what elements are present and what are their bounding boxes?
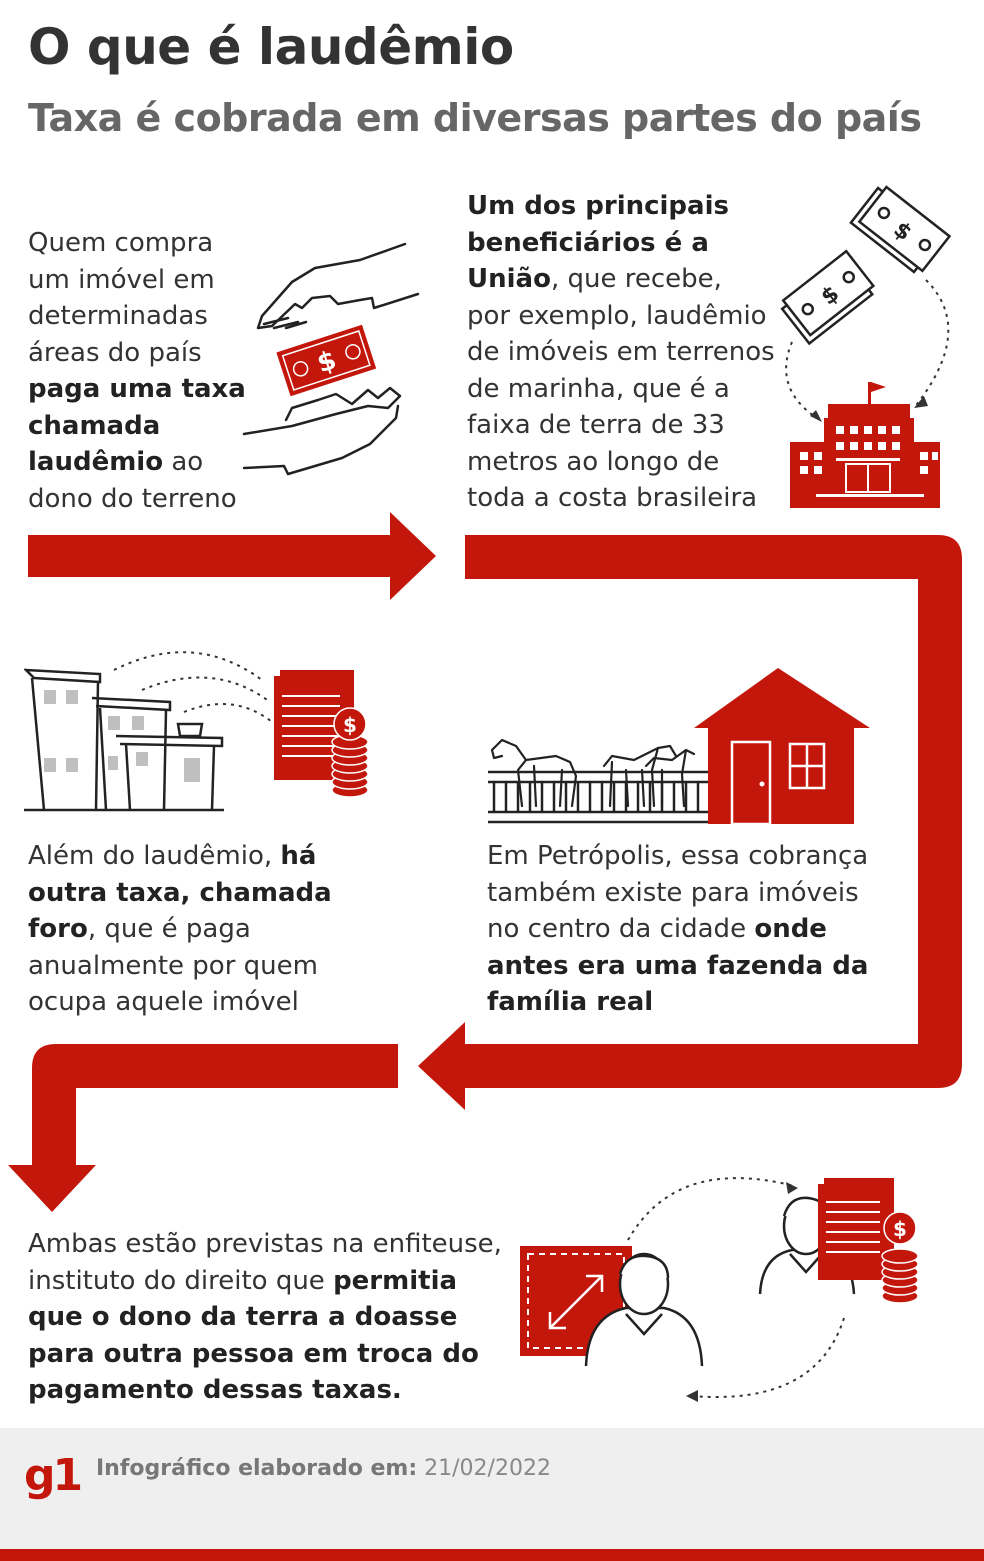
step2-bold: beneficiários é a — [467, 227, 709, 258]
land-transfer-icon: $ — [520, 1177, 919, 1402]
step1-bold: laudêmio — [28, 447, 164, 477]
step2-bold: União — [467, 264, 551, 294]
step4-line: , que é paga — [87, 914, 251, 944]
arrow-down-icon — [8, 1044, 398, 1212]
step4-bold: foro — [28, 914, 88, 944]
step1-bold: chamada — [28, 410, 161, 441]
step1-line: dono do terreno — [28, 483, 237, 514]
step2-line: de marinha, que é a — [467, 373, 730, 404]
step2-line: , que recebe, — [550, 264, 722, 294]
credit-date: 21/02/2022 — [417, 1456, 551, 1481]
step1-line: determinadas — [28, 301, 208, 331]
step2-line: metros ao longo de — [467, 446, 720, 477]
building-documents-icon: $ — [24, 651, 369, 812]
step2-line: por exemplo, laudêmio — [467, 300, 767, 331]
credit-line: Infográfico elaborado em: 21/02/2022 — [96, 1456, 551, 1481]
page-title: O que é laudêmio — [28, 18, 514, 76]
step3-bold: antes era uma fazenda da — [487, 950, 869, 981]
step3-line: no centro da cidade — [487, 914, 755, 944]
government-building-icon: $ $ — [780, 185, 952, 508]
farm-house-icon — [488, 668, 870, 826]
step2-bold: Um dos principais — [467, 191, 729, 221]
step3-text: Em Petrópolis, essa cobrança também exis… — [487, 838, 868, 1021]
step2-text: Um dos principais beneficiários é a Uniã… — [467, 188, 775, 517]
step5-bold: que o dono da terra a doasse — [28, 1302, 458, 1332]
step5-bold: para outra pessoa em troca do — [28, 1338, 479, 1369]
page-subtitle: Taxa é cobrada em diversas partes do paí… — [28, 96, 922, 140]
g1-logo[interactable]: g1 — [24, 1450, 83, 1501]
step5-text: Ambas estão previstas na enfiteuse, inst… — [28, 1226, 502, 1409]
money-exchange-icon: $ — [242, 242, 420, 476]
step4-line: anualmente por quem — [28, 950, 318, 981]
credit-label: Infográfico elaborado em: — [96, 1456, 418, 1481]
step1-line: ao — [163, 447, 204, 477]
flow-arrows — [8, 512, 962, 1212]
step1-bold: paga uma taxa — [28, 374, 246, 404]
step4-bold: outra taxa, chamada — [28, 877, 332, 908]
step5-bold: pagamento dessas taxas. — [28, 1375, 402, 1405]
step3-line: Em Petrópolis, essa cobrança — [487, 841, 869, 871]
step1-text: Quem compra um imóvel em determinadas ár… — [28, 225, 246, 517]
footer — [0, 1428, 984, 1561]
step2-line: toda a costa brasileira — [467, 483, 758, 513]
step4-line: ocupa aquele imóvel — [28, 987, 299, 1017]
dollar-sign: $ — [893, 1217, 907, 1241]
step4-line: Além do laudêmio, — [28, 841, 281, 871]
step3-bold: onde — [754, 914, 827, 944]
step1-line: Quem compra — [28, 228, 214, 258]
step2-line: de imóveis em terrenos — [467, 337, 775, 367]
step1-line: áreas do país — [28, 337, 202, 368]
step1-line: um imóvel em — [28, 264, 215, 295]
step4-bold: há — [280, 841, 317, 871]
dollar-sign: $ — [343, 713, 357, 737]
step3-bold: família real — [487, 987, 654, 1017]
step5-bold: permitia — [333, 1265, 458, 1296]
arrow-loop-icon — [418, 535, 962, 1110]
arrow-right-icon — [28, 512, 436, 600]
step4-text: Além do laudêmio, há outra taxa, chamada… — [28, 838, 332, 1021]
step3-line: também existe para imóveis — [487, 877, 859, 908]
step5-line: instituto do direito que — [28, 1265, 334, 1296]
step5-line: Ambas estão previstas na enfiteuse, — [28, 1229, 502, 1259]
step2-line: faixa de terra de 33 — [467, 410, 725, 440]
